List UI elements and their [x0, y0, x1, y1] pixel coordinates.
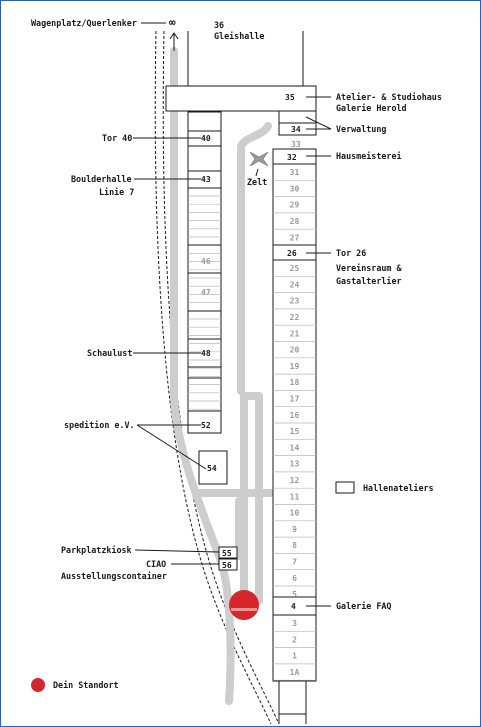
number-54: 54 [207, 464, 217, 473]
unit-23[interactable]: 23 [290, 297, 300, 306]
unit-20[interactable]: 20 [290, 346, 300, 355]
unit-17[interactable]: 17 [290, 394, 300, 403]
unit-14[interactable]: 14 [290, 443, 300, 452]
zelt-icon [249, 151, 269, 167]
infinity-symbol: ∞ [169, 16, 176, 29]
unit-25[interactable]: 25 [290, 264, 300, 273]
unit-12[interactable]: 12 [290, 476, 300, 485]
number-48: 48 [201, 349, 211, 358]
label-hausmeisterei: Hausmeisterei [336, 151, 402, 161]
number-4: 4 [291, 602, 296, 611]
label-ciao: CIAO [146, 559, 166, 569]
label-wagenplatz: Wagenplatz/Querlenker [31, 18, 137, 28]
unit-31[interactable]: 31 [290, 168, 300, 177]
number-40: 40 [201, 134, 211, 143]
unit-29[interactable]: 29 [290, 201, 300, 210]
label-gleishalle: Gleishalle [214, 31, 264, 41]
label-atelier-2: Galerie Herold [336, 103, 407, 113]
unit-8[interactable]: 8 [292, 541, 297, 550]
label-verwaltung: Verwaltung [336, 124, 386, 134]
number-52: 52 [201, 421, 211, 430]
label-boulderhalle: Boulderhalle [71, 174, 132, 184]
container-55[interactable] [218, 546, 238, 559]
number-33: 33 [291, 140, 301, 149]
label-tor40: Tor 40 [102, 133, 132, 143]
number-34: 34 [291, 125, 301, 134]
unit-1[interactable]: 1 [292, 652, 297, 661]
legend-standort-dot [31, 678, 45, 692]
label-zelt: Zelt [247, 177, 267, 187]
standort-marker [229, 590, 259, 620]
number-55: 55 [222, 549, 232, 558]
unit-19[interactable]: 19 [290, 362, 300, 371]
leader-lines [133, 22, 332, 607]
unit-10[interactable]: 10 [290, 509, 300, 518]
unit-28[interactable]: 28 [290, 217, 300, 226]
building-52[interactable] [187, 410, 222, 434]
unit-24[interactable]: 24 [290, 280, 300, 289]
number-56: 56 [222, 561, 232, 570]
unit-21[interactable]: 21 [290, 329, 300, 338]
unit-16[interactable]: 16 [290, 411, 300, 420]
number-35: 35 [285, 93, 295, 102]
label-vereinsraum-1: Vereinsraum & [336, 263, 403, 273]
unit-1a[interactable]: 1A [290, 668, 300, 677]
number-43: 43 [201, 175, 211, 184]
label-gleishalle-number: 36 [214, 20, 224, 30]
label-spedition: spedition e.V. [64, 420, 135, 430]
label-dein-standort: Dein Standort [53, 680, 119, 690]
label-atelier-1: Atelier- & Studiohaus [336, 92, 442, 102]
label-ausstellungscontainer: Ausstellungscontainer [61, 571, 167, 581]
unit-11[interactable]: 11 [290, 492, 300, 501]
unit-18[interactable]: 18 [290, 378, 300, 387]
label-galerie-faq: Galerie FAQ [336, 601, 391, 611]
unit-2[interactable]: 2 [292, 635, 297, 644]
building-35[interactable] [165, 85, 317, 112]
unit-7[interactable]: 7 [292, 557, 297, 566]
unit-6[interactable]: 6 [292, 574, 297, 583]
number-46: 46 [201, 257, 211, 266]
label-tor26: Tor 26 [336, 248, 366, 258]
label-linie7: Linie 7 [99, 187, 134, 197]
unit-22[interactable]: 22 [290, 313, 300, 322]
unit-30[interactable]: 30 [290, 184, 300, 193]
number-47: 47 [201, 288, 211, 297]
unit-13[interactable]: 13 [290, 460, 300, 469]
rail-tracks [154, 30, 280, 725]
unit-3[interactable]: 3 [292, 619, 297, 628]
number-26: 26 [287, 249, 297, 258]
unit-5[interactable]: 5 [292, 590, 297, 599]
unit-9[interactable]: 9 [292, 525, 297, 534]
label-hallenateliers: Hallenateliers [363, 483, 434, 493]
legend-hallenateliers-swatch [335, 481, 355, 494]
label-schaulust: Schaulust [87, 348, 132, 358]
label-parkplatzkiosk: Parkplatzkiosk [61, 545, 132, 555]
right-unit-labels: 3130292827252423222120191817161514131211… [290, 168, 300, 677]
number-32: 32 [287, 153, 297, 162]
label-vereinsraum-2: Gastalterlier [336, 276, 402, 286]
unit-15[interactable]: 15 [290, 427, 300, 436]
unit-27[interactable]: 27 [290, 233, 300, 242]
